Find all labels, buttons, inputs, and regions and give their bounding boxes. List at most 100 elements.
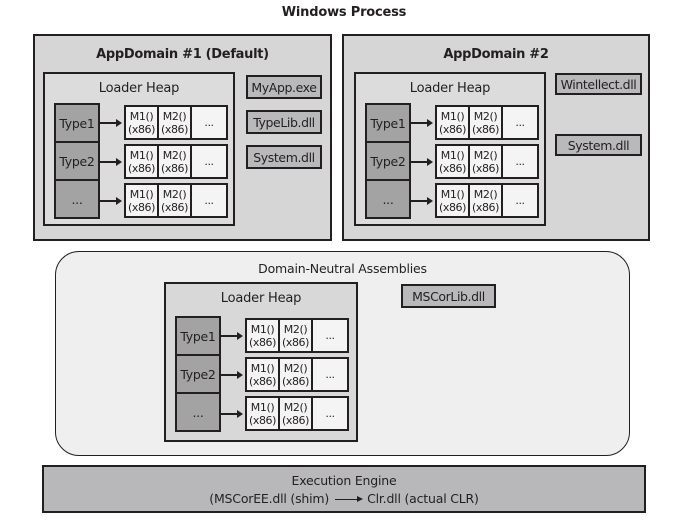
method-table-row: M1()(x86) M2()(x86) ...	[245, 357, 349, 392]
method-arch: (x86)	[471, 161, 500, 175]
method-cell: M2()(x86)	[280, 320, 311, 351]
method-name: M1()	[129, 109, 154, 123]
method-name: M2()	[283, 361, 308, 375]
method-arch: (x86)	[281, 335, 310, 349]
domain-neutral-loader-heap: Loader Heap Type1 Type2 ... M1()(x86) M2…	[164, 282, 358, 442]
method-arch: (x86)	[127, 122, 156, 136]
method-name: M1()	[250, 361, 275, 375]
method-ellipsis: ...	[313, 359, 347, 390]
arrow-icon	[335, 496, 364, 501]
arrow-icon	[100, 119, 122, 127]
method-arch: (x86)	[248, 374, 277, 388]
domain-neutral-title: Domain-Neutral Assemblies	[258, 261, 427, 276]
method-table-row: M1()(x86) M2()(x86) ...	[124, 183, 228, 218]
method-arch: (x86)	[248, 335, 277, 349]
method-name: M1()	[440, 148, 465, 162]
method-name: M2()	[162, 148, 187, 162]
method-cell: M1()(x86)	[247, 359, 278, 390]
method-name: M1()	[440, 187, 465, 201]
method-arch: (x86)	[160, 122, 189, 136]
loader-heap-title: Loader Heap	[220, 291, 302, 306]
method-name: M2()	[473, 187, 498, 201]
type-cell: Type1	[175, 316, 221, 356]
type-cell: Type2	[365, 141, 411, 181]
method-cell: M2()(x86)	[280, 398, 311, 429]
type-cell: Type1	[54, 103, 100, 143]
execution-engine-title: Execution Engine	[291, 473, 397, 488]
method-cell: M1()(x86)	[247, 320, 278, 351]
clr-label: Clr.dll (actual CLR)	[367, 491, 479, 506]
arrow-icon	[221, 332, 243, 340]
method-arch: (x86)	[127, 161, 156, 175]
method-arch: (x86)	[160, 161, 189, 175]
arrow-icon	[221, 371, 243, 379]
method-name: M2()	[162, 109, 187, 123]
method-arch: (x86)	[248, 413, 277, 427]
method-cell: M2()(x86)	[159, 146, 190, 177]
assembly-wintellect-dll: Wintellect.dll	[555, 73, 642, 95]
type-cell: Type2	[54, 141, 100, 181]
method-arch: (x86)	[281, 374, 310, 388]
assembly-mscorlib-dll: MSCorLib.dll	[401, 284, 496, 308]
method-cell: M2()(x86)	[280, 359, 311, 390]
method-cell: M2()(x86)	[159, 107, 190, 138]
appdomain-1-loader-heap: Loader Heap Type1 Type2 ... M1()(x86) M2…	[43, 72, 235, 226]
method-arch: (x86)	[438, 122, 467, 136]
method-cell: M1()(x86)	[437, 185, 468, 216]
diagram-title: Windows Process	[281, 5, 407, 20]
method-cell: M2()(x86)	[470, 107, 501, 138]
assembly-myapp-exe: MyApp.exe	[246, 75, 322, 99]
method-name: M1()	[440, 109, 465, 123]
appdomain-2: AppDomain #2 Loader Heap Type1 Type2 ...…	[342, 34, 650, 241]
method-ellipsis: ...	[503, 107, 537, 138]
method-table-row: M1()(x86) M2()(x86) ...	[435, 183, 539, 218]
method-cell: M2()(x86)	[470, 185, 501, 216]
method-cell: M1()(x86)	[126, 107, 157, 138]
method-arch: (x86)	[471, 200, 500, 214]
loader-heap-title: Loader Heap	[409, 81, 491, 96]
method-ellipsis: ...	[313, 320, 347, 351]
arrow-icon	[411, 197, 433, 205]
method-cell: M1()(x86)	[126, 185, 157, 216]
method-arch: (x86)	[438, 161, 467, 175]
appdomain-2-title: AppDomain #2	[443, 47, 549, 62]
method-name: M1()	[250, 400, 275, 414]
method-name: M2()	[283, 400, 308, 414]
type-cell: Type2	[175, 354, 221, 394]
execution-engine: Execution Engine (MSCorEE.dll (shim) Clr.…	[42, 465, 646, 513]
arrow-icon	[411, 158, 433, 166]
method-table-row: M1()(x86) M2()(x86) ...	[245, 318, 349, 353]
method-name: M1()	[129, 148, 154, 162]
method-arch: (x86)	[438, 200, 467, 214]
method-cell: M1()(x86)	[437, 107, 468, 138]
method-cell: M2()(x86)	[159, 185, 190, 216]
method-ellipsis: ...	[503, 146, 537, 177]
loader-heap-title: Loader Heap	[98, 81, 180, 96]
domain-neutral-assemblies: Domain-Neutral Assemblies Loader Heap Ty…	[55, 251, 630, 456]
method-ellipsis: ...	[192, 107, 226, 138]
appdomain-1-title: AppDomain #1 (Default)	[96, 47, 269, 62]
method-table-row: M1()(x86) M2()(x86) ...	[124, 144, 228, 179]
arrow-icon	[221, 410, 243, 418]
method-name: M2()	[162, 187, 187, 201]
appdomain-1: AppDomain #1 (Default) Loader Heap Type1…	[33, 34, 332, 241]
method-table-row: M1()(x86) M2()(x86) ...	[124, 105, 228, 140]
method-cell: M1()(x86)	[126, 146, 157, 177]
appdomain-2-loader-heap: Loader Heap Type1 Type2 ... M1()(x86) M2…	[354, 72, 546, 226]
shim-label: (MSCorEE.dll (shim)	[209, 491, 330, 506]
method-ellipsis: ...	[503, 185, 537, 216]
method-arch: (x86)	[471, 122, 500, 136]
method-name: M1()	[250, 322, 275, 336]
method-arch: (x86)	[160, 200, 189, 214]
method-name: M2()	[283, 322, 308, 336]
method-arch: (x86)	[127, 200, 156, 214]
type-cell: ...	[175, 392, 221, 432]
type-cell: ...	[365, 179, 411, 219]
assembly-system-dll: System.dll	[555, 134, 642, 156]
method-cell: M2()(x86)	[470, 146, 501, 177]
type-cell: ...	[54, 179, 100, 219]
arrow-icon	[100, 197, 122, 205]
method-ellipsis: ...	[192, 146, 226, 177]
type-cell: Type1	[365, 103, 411, 143]
method-cell: M1()(x86)	[437, 146, 468, 177]
